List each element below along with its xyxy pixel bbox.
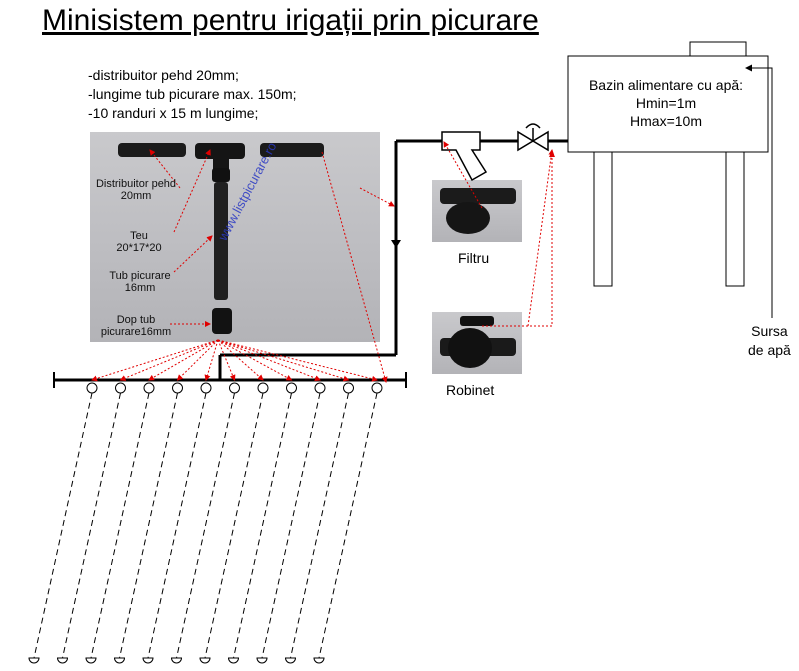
pointer-arrow <box>176 339 219 381</box>
pointer-arrow <box>527 149 555 327</box>
valve-ball <box>448 328 492 368</box>
valve-right-triangle <box>531 130 549 152</box>
pointer-arrow <box>321 151 388 383</box>
tank-leg-right <box>725 151 745 287</box>
drip-row-start <box>200 382 212 394</box>
pointer-arrow <box>359 187 395 207</box>
tank-leg-left <box>593 151 613 287</box>
drip-row-start <box>314 382 326 394</box>
drip-row-end <box>85 657 97 664</box>
filter-caption: Filtru <box>458 250 490 266</box>
spec-line: -distribuitor pehd 20mm; <box>88 67 239 83</box>
filter-symbol-body <box>441 131 488 182</box>
distributor-pipe-left <box>118 143 186 157</box>
drip-row-tube <box>176 392 235 659</box>
connector-photo <box>212 168 230 182</box>
filter-object <box>440 188 516 234</box>
supply-pipe <box>218 139 568 380</box>
drip-row-tube <box>233 392 292 659</box>
drip-row-start <box>172 382 183 394</box>
pointer-arrow <box>443 141 483 209</box>
pointer-arrow <box>217 339 378 382</box>
drip-tube-photo <box>214 182 228 300</box>
components-photo <box>90 132 380 342</box>
drip-row-end <box>199 657 211 664</box>
drip-row-end <box>56 657 69 664</box>
drip-row-tube <box>261 392 321 659</box>
label-tee: Teu 20*17*20 <box>116 230 162 254</box>
pointer-arrow <box>204 339 219 381</box>
drip-row-end <box>313 657 325 664</box>
pointer-arrow <box>217 339 293 381</box>
photo-parts <box>118 143 324 334</box>
drip-row-end <box>28 657 40 664</box>
tank-lid <box>689 41 747 57</box>
valve-left-triangle <box>517 130 535 152</box>
spec-line: -10 randuri x 15 m lungime; <box>88 105 259 121</box>
valve-symbol <box>517 123 549 152</box>
drip-row-start <box>257 382 269 394</box>
page-title: Minisistem pentru irigații prin picurare <box>42 4 539 37</box>
label-end-cap: Dop tub picurare16mm <box>100 314 172 338</box>
valve-caption: Robinet <box>446 382 495 398</box>
drip-row-start <box>115 382 126 394</box>
drip-row-tube <box>33 392 93 659</box>
pointer-arrow <box>173 149 211 233</box>
pointer-arrow <box>91 339 219 382</box>
drip-row-tube <box>204 392 264 659</box>
drip-row-tube <box>318 392 378 659</box>
valve-object <box>440 316 516 368</box>
source-pipe <box>745 64 773 318</box>
tank-body <box>567 55 769 153</box>
drip-row-start <box>86 382 98 394</box>
drip-row-tube <box>290 392 349 659</box>
pointer-arrows <box>91 141 555 383</box>
pointer-arrow <box>217 339 236 381</box>
valve-handle <box>460 316 494 326</box>
drip-row-end <box>227 657 240 664</box>
drip-row-end <box>284 657 297 664</box>
drip-row-tube <box>119 392 178 659</box>
pointer-arrow <box>217 339 321 381</box>
drip-row-tube <box>90 392 150 659</box>
pointer-arrow <box>217 339 350 382</box>
drip-row-end <box>142 657 154 664</box>
pointer-arrow <box>482 151 555 327</box>
drip-row-tube <box>147 392 207 659</box>
drip-row-start <box>143 382 155 394</box>
flow-arrow <box>391 240 401 248</box>
drip-row-start <box>371 382 383 394</box>
filter-symbol <box>441 131 488 182</box>
valve-handle-symbol <box>525 123 541 129</box>
tank-label: Bazin alimentare cu apă: Hmin=1m Hmax=10… <box>588 77 744 129</box>
pointer-arrow <box>149 149 181 189</box>
pointer-arrow <box>217 339 264 381</box>
label-distributor: Distribuitor pehd 20mm <box>95 178 177 202</box>
pointer-arrow <box>148 339 219 381</box>
drip-row-end <box>256 657 268 664</box>
distributor-pipe-right <box>260 143 324 157</box>
drip-row-end <box>113 657 126 664</box>
pointer-arrow <box>173 235 213 273</box>
water-tank <box>567 41 769 287</box>
drip-row-start <box>229 382 240 394</box>
drip-row-tube <box>62 392 121 659</box>
drip-row-start <box>286 382 297 394</box>
label-drip-tube: Tub picurare 16mm <box>109 270 171 294</box>
end-cap-photo <box>212 308 232 334</box>
water-source-label: Sursa de apă <box>748 323 791 358</box>
filter-body <box>440 188 516 204</box>
spec-line: -lungime tub picurare max. 150m; <box>88 86 297 102</box>
drip-row-end <box>170 657 183 664</box>
drip-rows <box>28 382 383 664</box>
drip-row-start <box>343 382 354 394</box>
pointer-arrow <box>119 339 219 381</box>
filter-bowl <box>446 202 490 234</box>
specs-list: -distribuitor pehd 20mm; -lungime tub pi… <box>88 66 297 123</box>
